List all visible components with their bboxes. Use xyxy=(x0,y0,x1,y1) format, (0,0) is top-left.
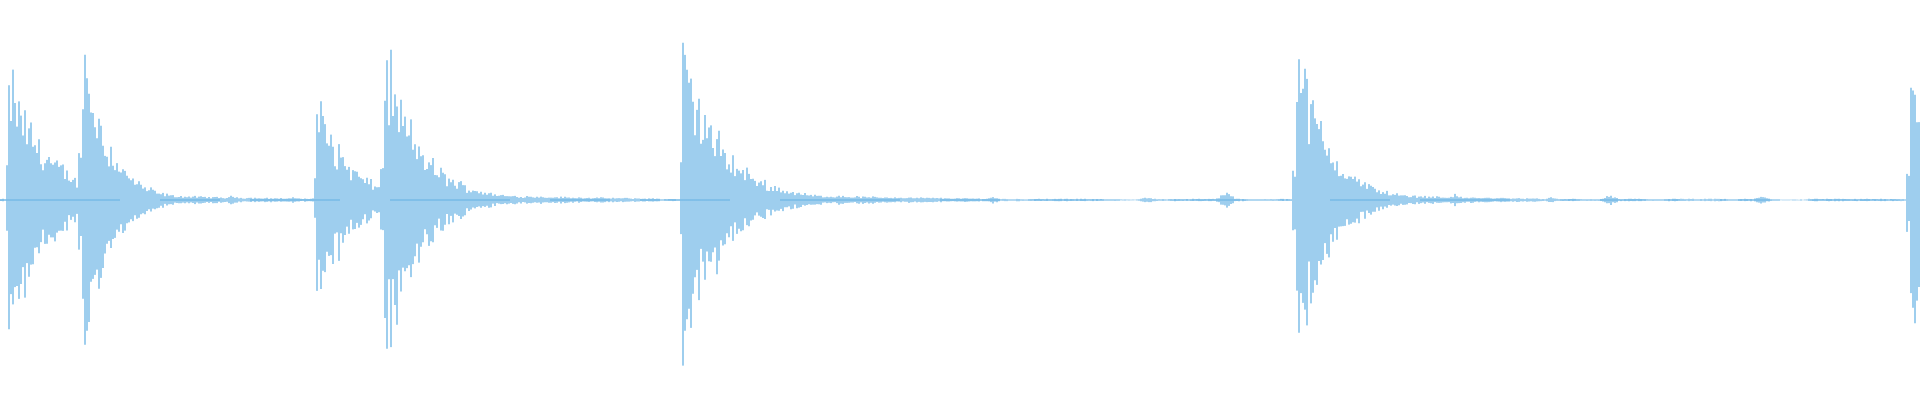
waveform-bars xyxy=(0,42,1920,366)
waveform-path xyxy=(0,42,1920,366)
